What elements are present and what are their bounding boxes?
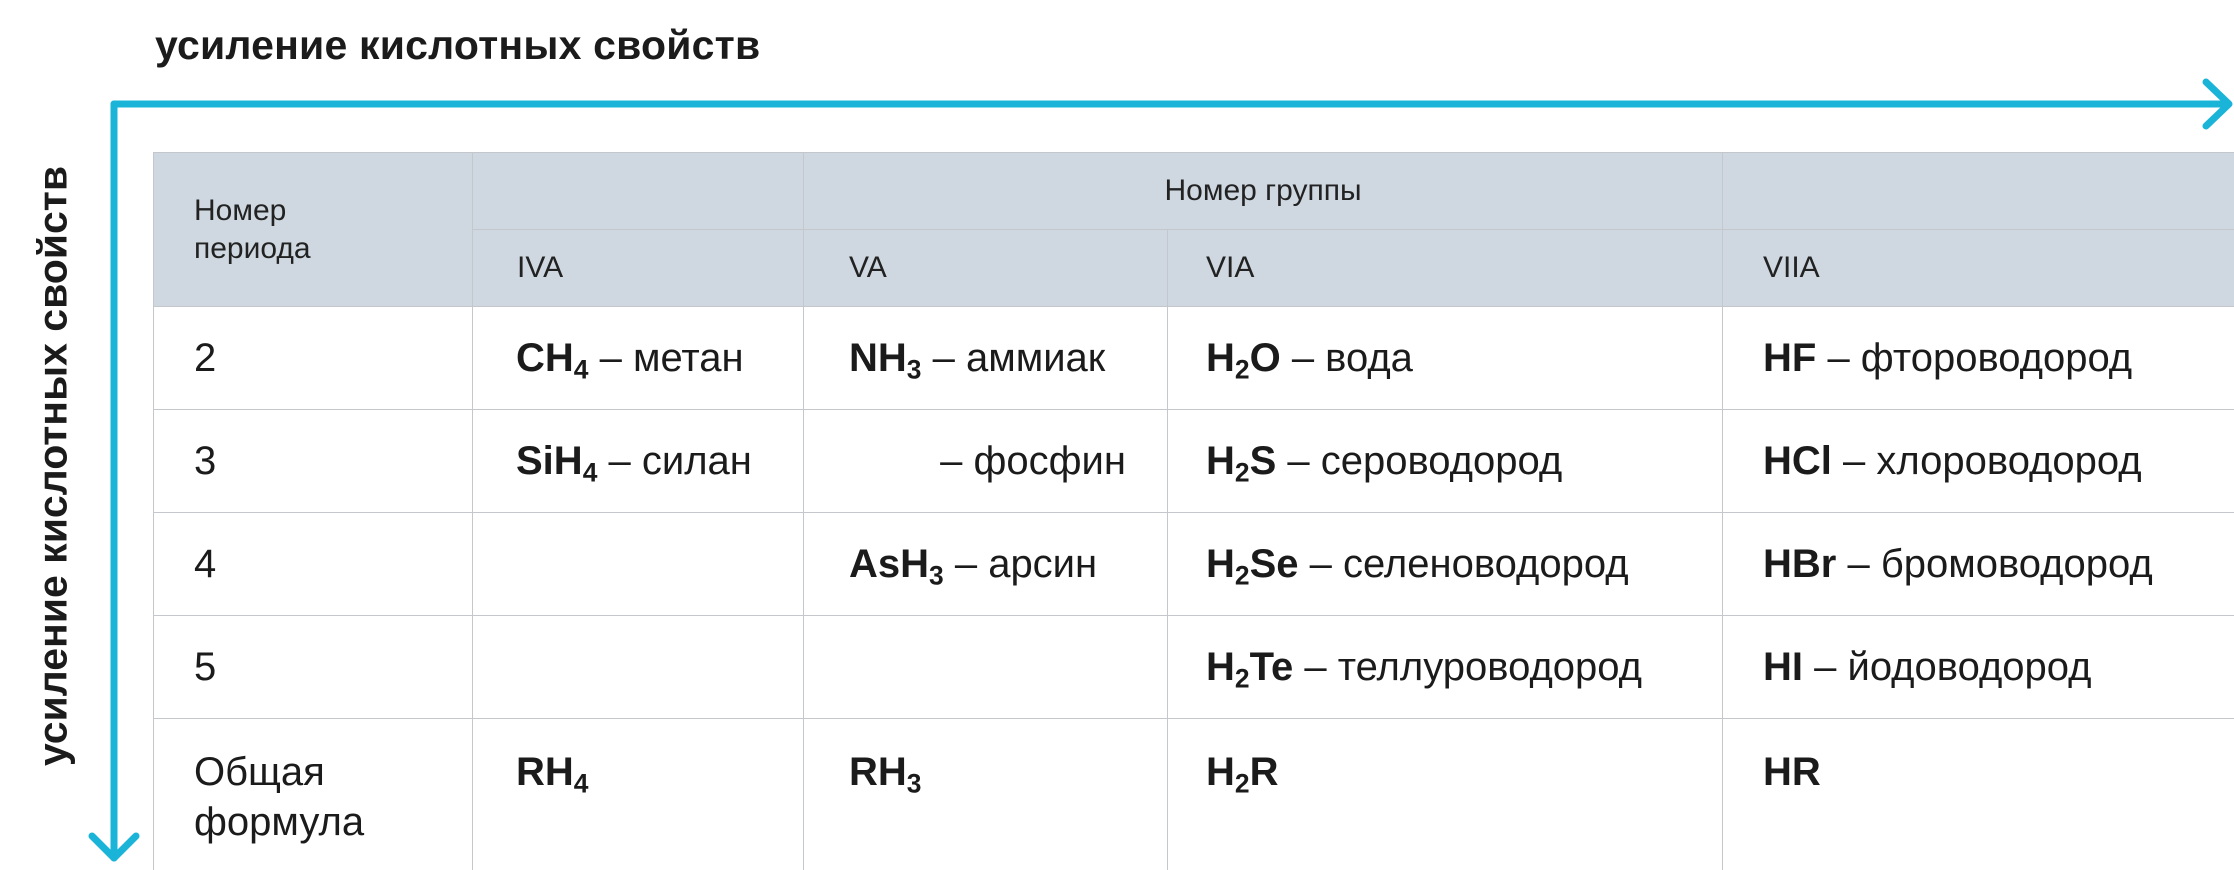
period-cell: 3 xyxy=(153,409,473,513)
formula: HR xyxy=(1763,750,1821,794)
hydride-cell: HF – фтороводород xyxy=(1722,306,2234,410)
general-formula-row: Общая формула RH4 RH3 H2R HR xyxy=(153,718,2234,870)
hydrides-table: Номер периода Номер группы IVA VA VIA VI… xyxy=(153,152,2234,870)
header-spacer-iva xyxy=(472,152,804,230)
compound-name: – метан xyxy=(588,335,744,380)
hydride-cell: HI – йодоводород xyxy=(1722,615,2234,719)
formula: HBr xyxy=(1763,541,1837,586)
general-formula-cell: RH3 xyxy=(803,718,1168,870)
hydride-cell: HCl – хлороводород xyxy=(1722,409,2234,513)
empty-cell xyxy=(472,512,804,616)
table-row: 5 H2Te – теллуроводород HI – йодоводород xyxy=(153,615,2234,719)
compound-name: – бромоводород xyxy=(1836,541,2153,586)
formula: H2O xyxy=(1206,335,1281,384)
compound-name: – фтороводород xyxy=(1816,335,2133,380)
hydride-cell: AsH3 – арсин xyxy=(803,512,1168,616)
compound-name: – теллуроводород xyxy=(1293,644,1642,689)
compound-name: – хлороводород xyxy=(1831,438,2142,483)
formula: H2Se xyxy=(1206,541,1299,590)
general-formula-cell: H2R xyxy=(1167,718,1723,870)
compound-name: – сероводород xyxy=(1276,438,1563,483)
formula: RH3 xyxy=(849,750,922,799)
compound-name: – аммиак xyxy=(921,335,1106,380)
vertical-arrow-head xyxy=(88,832,140,862)
compound-name: – вода xyxy=(1280,335,1413,380)
table-row: 2 CH4 – метан NH3 – аммиак H2O – вода HF… xyxy=(153,306,2234,410)
hydride-cell: – фосфин xyxy=(803,409,1168,513)
hydride-cell: H2Se – селеноводород xyxy=(1167,512,1723,616)
table-row: 4 AsH3 – арсин H2Se – селеноводород HBr … xyxy=(153,512,2234,616)
group-header-via: VIA xyxy=(1167,229,1723,307)
formula: AsH3 xyxy=(849,541,944,590)
table-row: 3 SiH4 – силан – фосфин H2S – сероводоро… xyxy=(153,409,2234,513)
hydride-cell: CH4 – метан xyxy=(472,306,804,410)
general-formula-cell: RH4 xyxy=(472,718,804,870)
hydride-cell: NH3 – аммиак xyxy=(803,306,1168,410)
header-spacer-viia xyxy=(1722,152,2234,230)
compound-name: – арсин xyxy=(943,541,1098,586)
formula: H2R xyxy=(1206,750,1279,799)
general-formula-cell: HR xyxy=(1722,718,2234,870)
compound-name: – фосфин xyxy=(929,438,1126,483)
formula: CH4 xyxy=(516,335,589,384)
period-cell: 5 xyxy=(153,615,473,719)
horizontal-axis-label: усиление кислотных свойств xyxy=(155,22,761,68)
formula: H2Te xyxy=(1206,644,1294,693)
hydride-cell: H2Te – теллуроводород xyxy=(1167,615,1723,719)
period-cell: 2 xyxy=(153,306,473,410)
group-number-header: Номер группы xyxy=(803,152,1723,230)
hydride-cell: H2S – сероводород xyxy=(1167,409,1723,513)
group-header-iva: IVA xyxy=(472,229,804,307)
period-cell: 4 xyxy=(153,512,473,616)
horizontal-arrow-head xyxy=(2202,78,2233,130)
formula: SiH4 xyxy=(516,438,598,487)
period-number-header: Номер периода xyxy=(153,152,473,307)
compound-name: – силан xyxy=(597,438,752,483)
formula: HCl xyxy=(1763,438,1832,483)
formula: NH3 xyxy=(849,335,922,384)
compound-name: – селеноводород xyxy=(1298,541,1629,586)
formula: HI xyxy=(1763,644,1803,689)
formula: RH4 xyxy=(516,750,589,799)
group-header-viia: VIIA xyxy=(1722,229,2234,307)
group-header-va: VA xyxy=(803,229,1168,307)
empty-cell xyxy=(803,615,1168,719)
empty-cell xyxy=(472,615,804,719)
general-formula-label: Общая формула xyxy=(153,718,473,870)
hydride-cell: H2O – вода xyxy=(1167,306,1723,410)
formula: HF xyxy=(1763,335,1817,380)
hydride-cell: SiH4 – силан xyxy=(472,409,804,513)
compound-name: – йодоводород xyxy=(1803,644,2092,689)
hydride-cell: HBr – бромоводород xyxy=(1722,512,2234,616)
formula: H2S xyxy=(1206,438,1277,487)
